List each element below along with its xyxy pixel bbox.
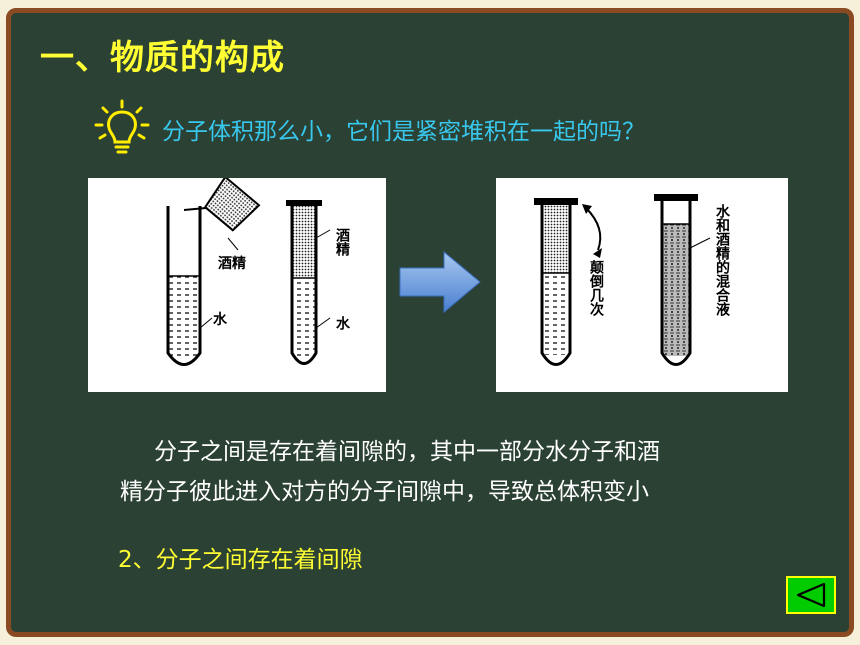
experiment-after-figure: 颠倒几次 水和酒精的混合液 <box>496 178 788 392</box>
explanation-text: 分子之间是存在着间隙的，其中一部分水分子和酒 精分子彼此进入对方的分子间隙中，导… <box>120 432 800 512</box>
tube2-alcohol-label: 酒精 <box>334 228 350 257</box>
test-tube-2 <box>286 200 331 365</box>
test-tube-1 <box>166 175 261 366</box>
right-arrow-icon <box>399 250 481 314</box>
water-label: 水 <box>213 311 228 328</box>
tube2-water-label: 水 <box>334 315 350 331</box>
back-button[interactable] <box>786 576 836 614</box>
question-text: 分子体积那么小，它们是紧密堆积在一起的吗？ <box>162 119 645 145</box>
conclusion-text: 2、分子之间存在着间隙 <box>118 547 363 573</box>
alcohol-label: 酒精 <box>218 255 246 272</box>
mixture-label: 水和酒精的混合液 <box>714 203 730 317</box>
invert-label: 颠倒几次 <box>588 259 605 317</box>
test-tube-3 <box>534 198 602 366</box>
lightbulb-icon <box>94 99 150 154</box>
explanation-line-2: 精分子彼此进入对方的分子间隙中，导致总体积变小 <box>120 479 649 505</box>
slide-title: 一、物质的构成 <box>40 38 285 78</box>
test-tube-4 <box>654 194 711 366</box>
experiment-before-figure: 酒精 水 酒精 水 <box>88 175 386 392</box>
back-triangle-icon <box>796 582 826 608</box>
explanation-line-1: 分子之间是存在着间隙的，其中一部分水分子和酒 <box>154 439 660 465</box>
